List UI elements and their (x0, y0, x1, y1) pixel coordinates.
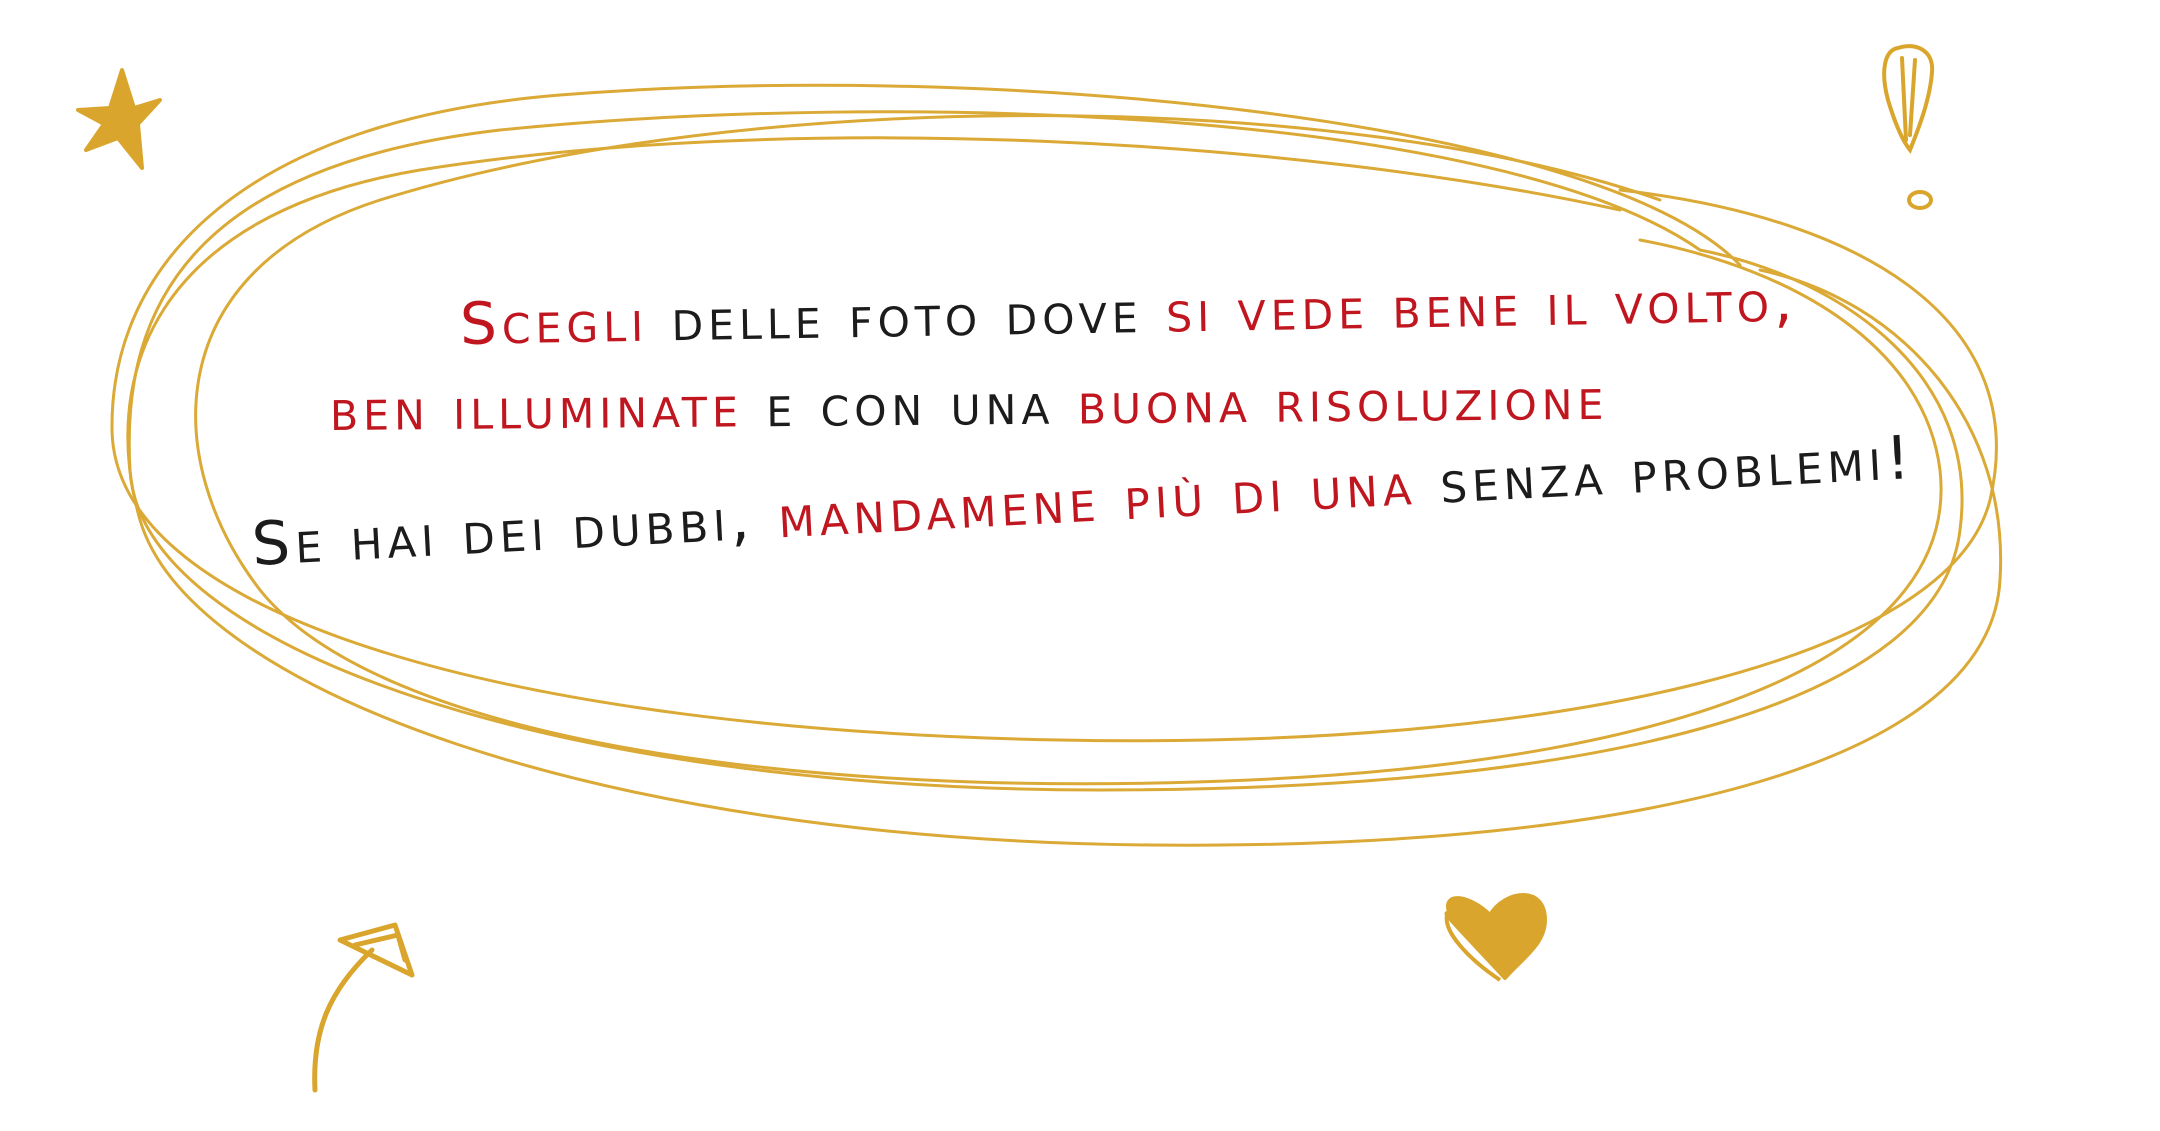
heart-doodle-icon (1444, 893, 1547, 982)
text-segment: Scegli (459, 286, 649, 358)
text-segment: buona risoluzione (1077, 364, 1609, 438)
text-segment: si vede bene il volto, (1165, 266, 1798, 346)
exclamation-doodle-icon (1882, 44, 1935, 210)
scribble-oval-frame (110, 83, 2003, 847)
text-segment: ben illuminate (329, 372, 744, 444)
arrow-doodle-icon (312, 922, 415, 1093)
text-segment: e con una (742, 369, 1079, 441)
star-doodle-icon (76, 68, 162, 170)
text-segment: delle foto dove (647, 277, 1167, 355)
instruction-line-2: ben illuminate e con una buona risoluzio… (330, 365, 1609, 444)
